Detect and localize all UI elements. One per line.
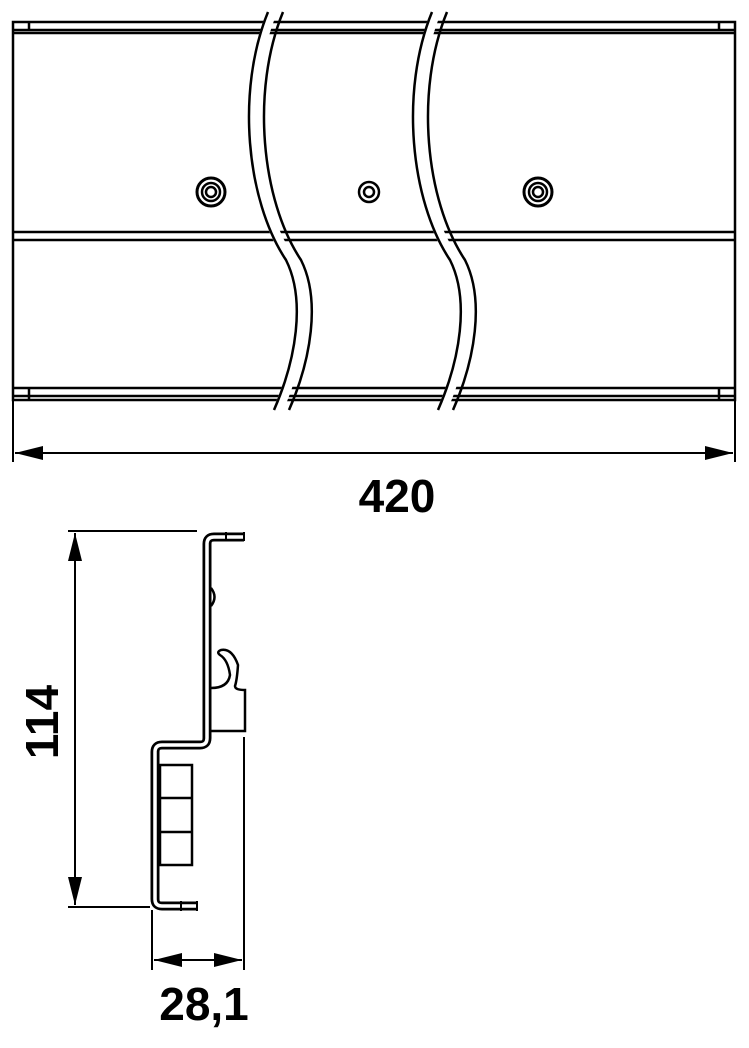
depth-label: 28,1: [159, 978, 249, 1030]
depth-dimension: [151, 737, 245, 970]
length-dimension: [12, 400, 736, 462]
mounting-hole-icon: [357, 180, 381, 204]
break-line-left: [247, 10, 314, 413]
break-line-right: [411, 10, 478, 413]
height-label: 114: [16, 684, 68, 759]
rail-outline: [11, 20, 737, 402]
mounting-hole-icon: [195, 176, 227, 208]
top-view: [11, 10, 737, 413]
height-dimension: [68, 530, 197, 908]
length-label: 420: [359, 470, 436, 522]
clip-hook: [158, 587, 247, 867]
profile-view: [150, 532, 247, 911]
mounting-hole-icon: [522, 176, 554, 208]
